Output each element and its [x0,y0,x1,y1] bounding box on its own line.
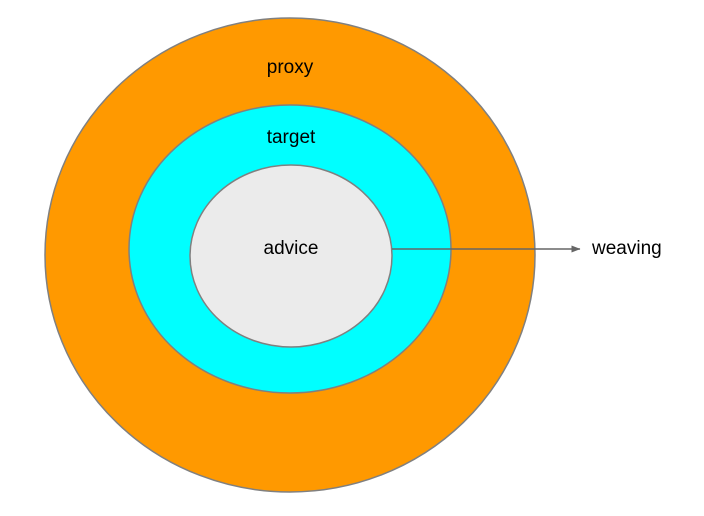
ring-advice-circle[interactable] [189,164,393,348]
ring-label-target: target [267,127,316,148]
ring-label-proxy: proxy [267,57,314,78]
ring-label-advice: advice [264,238,319,259]
callout-label-weaving: weaving [591,238,662,259]
